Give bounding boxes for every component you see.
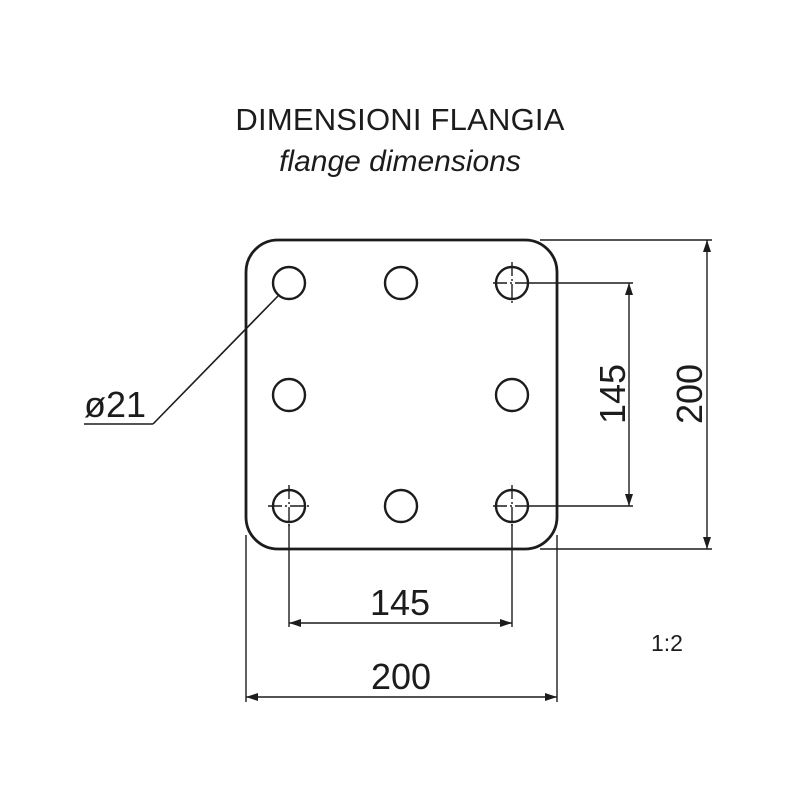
dimension-vertical-145 xyxy=(528,282,633,507)
drawing-title: DIMENSIONI FLANGIA xyxy=(235,102,565,137)
dimension-vertical-145-label: 145 xyxy=(592,364,633,424)
dimension-vertical-200-label: 200 xyxy=(669,364,710,424)
dimension-horizontal-145 xyxy=(288,524,513,627)
flange-plate-outline xyxy=(244,238,559,551)
hole-middle-right xyxy=(494,377,530,413)
dimension-vertical-200 xyxy=(540,239,712,550)
dimension-horizontal-145-label: 145 xyxy=(370,582,430,623)
hole-top-center xyxy=(383,265,419,301)
dimension-horizontal-200-label: 200 xyxy=(371,656,431,697)
dimension-horizontal-200 xyxy=(245,535,558,702)
scale-label: 1:2 xyxy=(651,630,683,656)
hole-bottom-center xyxy=(383,488,419,524)
hole-diameter-leader xyxy=(84,295,279,425)
drawing-subtitle: flange dimensions xyxy=(279,145,521,178)
hole-center-marks xyxy=(268,262,532,528)
hole-top-left xyxy=(271,265,307,301)
hole-diameter-label: ø21 xyxy=(84,384,146,425)
hole-middle-left xyxy=(271,377,307,413)
